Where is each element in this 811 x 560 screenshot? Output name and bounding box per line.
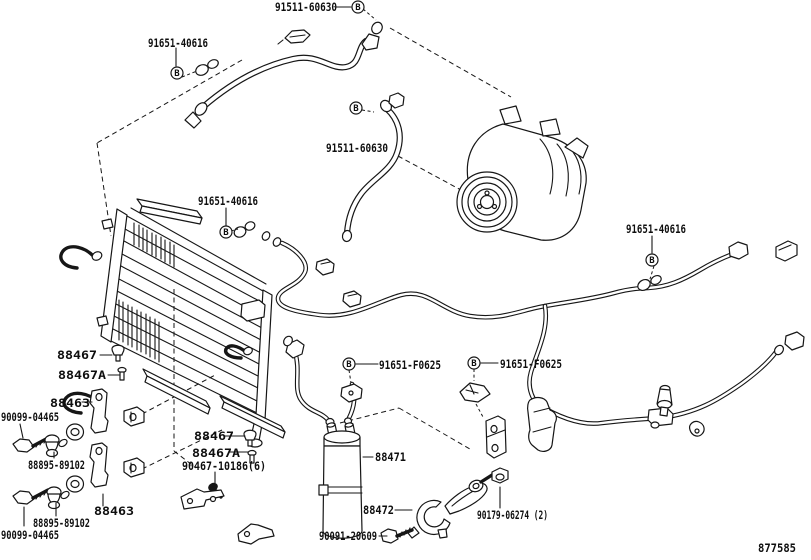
bolt-markers: B B B B B B B <box>170 0 659 371</box>
label-leader-lines <box>19 6 653 537</box>
condenser <box>59 198 286 448</box>
diagram-number: 877585 <box>758 541 796 555</box>
part-label-91651-40616-mid: 91651-40616 <box>198 194 258 208</box>
part-label-88467a-mid: 88467A <box>192 446 240 460</box>
bolt-marker-letter: B <box>174 69 180 79</box>
bolt-marker-letter: B <box>471 359 477 369</box>
bolt-marker-b: B <box>645 253 659 267</box>
part-label-91651-f0625-left: 91651-F0625 <box>379 358 441 372</box>
part-label-88467-left: 88467 <box>57 348 97 362</box>
liquid-and-suction-pipes <box>275 240 805 437</box>
part-label-88467a-left: 88467A <box>58 368 106 382</box>
suction-hose <box>341 92 405 243</box>
part-label-91511-60630-top: 91511-60630 <box>275 0 337 14</box>
compressor <box>456 105 589 241</box>
part-label-88471: 88471 <box>375 450 406 464</box>
part-label-88463-lower: 88463 <box>94 504 134 518</box>
part-label-88895-89102-lower: 88895-89102 <box>33 516 90 530</box>
bolt-marker-letter: B <box>346 360 352 370</box>
left-fasteners <box>12 344 145 510</box>
receiver-drier <box>318 422 363 539</box>
part-label-91651-40616-top: 91651-40616 <box>148 36 208 50</box>
part-label-90467-10186: 90467-10186(6) <box>182 459 266 473</box>
part-label-88467-mid: 88467 <box>194 429 234 443</box>
construction-dashed-lines <box>96 27 512 470</box>
bolt-marker-b: B <box>467 356 481 370</box>
part-label-90099-04465-upper: 90099-04465 <box>1 410 59 424</box>
part-label-88472: 88472 <box>363 503 394 517</box>
fin-hatch <box>118 222 175 363</box>
part-label-90099-04465-lower: 90099-04465 <box>1 528 59 542</box>
bolt-marker-letter: B <box>649 256 655 266</box>
middle-fasteners <box>180 429 275 545</box>
bolt-marker-letter: B <box>355 3 361 13</box>
part-label-90091-20609: 90091-20609 <box>319 529 377 543</box>
bolt-marker-letter: B <box>223 228 229 238</box>
drier-hose <box>283 335 357 427</box>
part-label-91511-60630-mid: 91511-60630 <box>326 141 388 155</box>
bolt-marker-letter: B <box>353 104 359 114</box>
bolt-marker-b: B <box>170 66 184 80</box>
bolt-marker-b: B <box>219 225 233 239</box>
bolt-marker-b: B <box>351 0 365 14</box>
part-label-90179-06274: 90179-06274 (2) <box>477 508 548 522</box>
bolt-marker-b: B <box>349 101 363 115</box>
marker-dashed-leaders <box>181 8 655 384</box>
part-label-88463-upper: 88463 <box>50 396 90 410</box>
discharge-hose <box>184 21 383 129</box>
hose-clips <box>195 59 491 403</box>
part-label-88895-89102-upper: 88895-89102 <box>28 458 85 472</box>
part-label-91651-40616-right: 91651-40616 <box>626 222 686 236</box>
drier-bracket <box>380 396 557 544</box>
bolt-marker-b: B <box>342 357 356 371</box>
part-labels: 91511-60630 91651-40616 91511-60630 9165… <box>1 0 796 555</box>
part-label-91651-f0625-right: 91651-F0625 <box>500 357 562 371</box>
